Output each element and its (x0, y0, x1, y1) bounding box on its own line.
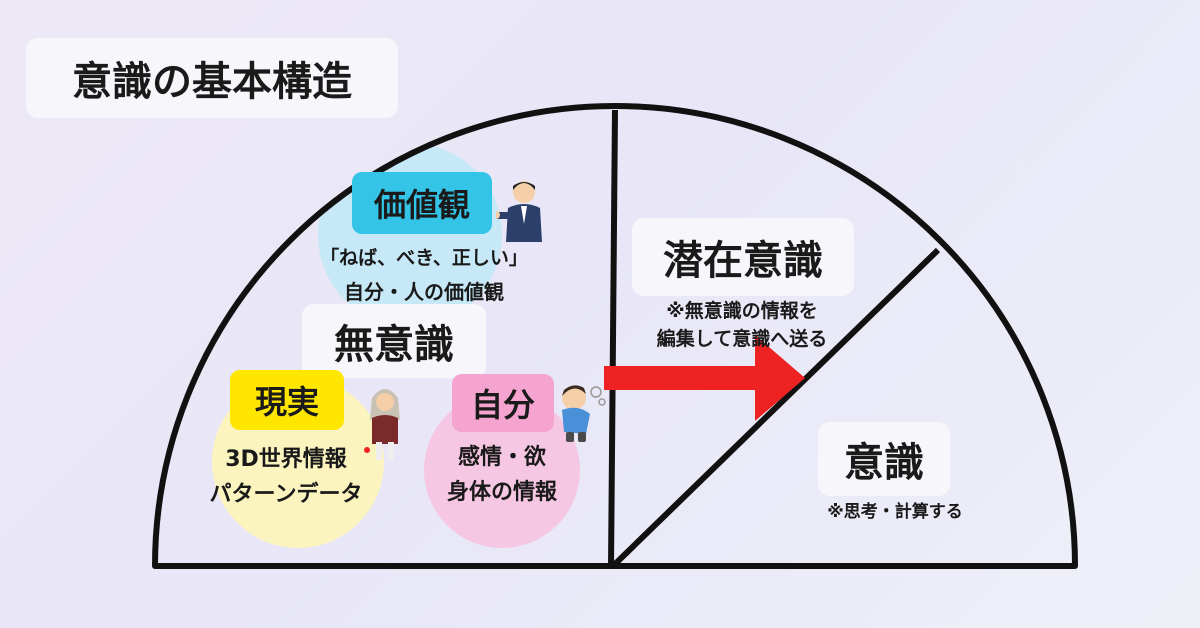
self-line-1: 感情・欲 (457, 445, 546, 470)
divider-vertical (608, 109, 618, 567)
self-tag: 自分 (452, 374, 554, 432)
page-title: 意識の基本構造 (26, 38, 398, 118)
reality-tag: 現実 (230, 370, 344, 430)
reality-line-2: パターンデータ (209, 482, 363, 507)
self-line-2: 身体の情報 (446, 480, 557, 505)
divider-diagonal (610, 247, 941, 569)
sleepy-child-icon (562, 385, 606, 442)
subconscious-label-text: 潜在意識 (663, 238, 823, 284)
page-title-text: 意識の基本構造 (72, 59, 352, 105)
reality-line-1: 3D世界情報 (225, 447, 347, 472)
self-tag-text: 自分 (470, 386, 535, 424)
arrow-right-icon (604, 335, 805, 421)
scientist-icon (364, 389, 400, 460)
reality-tag-text: 現実 (254, 383, 319, 421)
conscious-note: ※思考・計算する (827, 502, 963, 522)
conscious-label: 意識 (818, 422, 950, 496)
subconscious-note-1: ※無意識の情報を (666, 300, 818, 322)
businessman-pointing-icon (496, 181, 542, 242)
unconscious-label: 無意識 (302, 304, 486, 378)
subconscious-note-2: 編集して意識へ送る (656, 328, 828, 350)
values-line-1: 「ねば、べき、正しい」 (320, 247, 528, 269)
values-tag-text: 価値観 (373, 186, 470, 224)
unconscious-label-text: 無意識 (334, 322, 454, 368)
conscious-label-text: 意識 (844, 440, 924, 486)
semicircle-outline (152, 103, 1078, 569)
values-line-2: 自分・人の価値観 (344, 280, 504, 304)
values-tag: 価値観 (352, 172, 492, 234)
subconscious-label: 潜在意識 (632, 218, 854, 296)
